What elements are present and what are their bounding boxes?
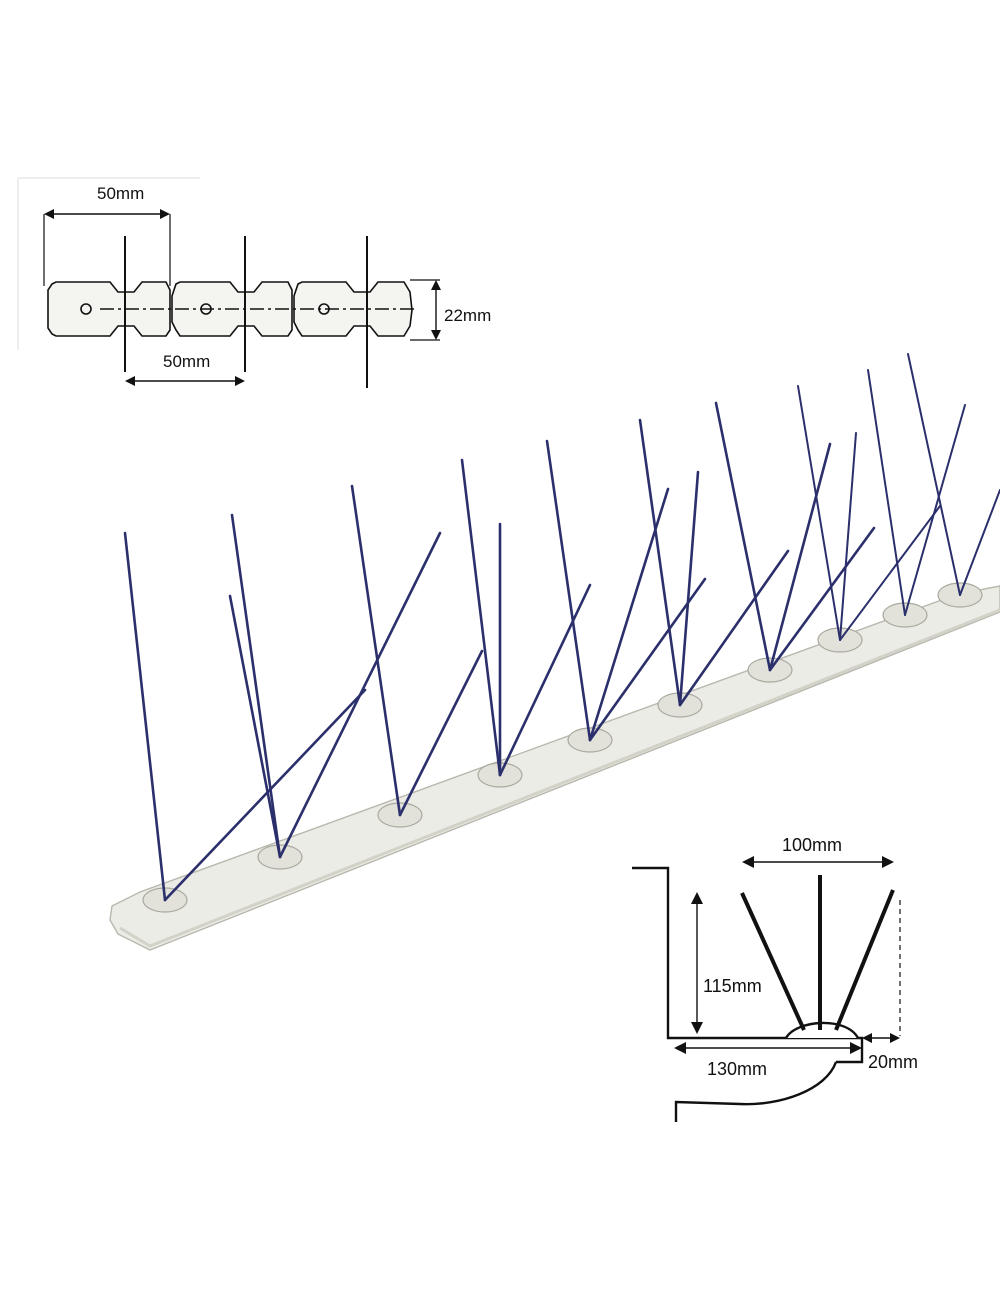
plan-spacing-top-label: 50mm [97,184,144,203]
spike-wire [230,513,282,859]
spike-wire [398,649,484,817]
spike-wire [228,594,282,859]
spike-wire [498,583,592,777]
spike-wire [768,442,832,672]
spike-wire [278,531,442,859]
spike-wire [907,353,961,596]
side-depth-label: 130mm [707,1059,767,1079]
spike-wire [959,489,1000,596]
spike-wire [460,458,502,777]
spike-strip-base [109,585,1000,951]
spike-wire [839,432,857,641]
spike-wire [678,470,700,707]
spike-wire [768,526,876,672]
spike-wire [545,439,592,742]
spike-wire [714,401,772,672]
spike-wire [839,505,941,641]
plan-view-diagram [17,177,441,388]
spike-wire [678,549,790,707]
spike-wire [904,404,966,616]
spike-wire [867,369,906,616]
spike-wire [588,577,707,742]
plan-spacing-bottom-label: 50mm [163,352,210,371]
spike-wire [588,487,670,742]
spike-wire [638,418,682,707]
side-height-label: 115mm [703,976,762,996]
spike-wire [163,688,367,902]
side-view-diagram [632,856,901,1122]
side-offset-label: 20mm [868,1052,918,1072]
spike-wire [123,531,167,902]
spike-wires [123,353,1000,902]
spike-wire [350,484,402,817]
spike-wire [797,385,841,641]
spike-strip-illustration [109,353,1000,951]
plan-width-label: 22mm [444,306,491,325]
side-spread-label: 100mm [782,835,842,855]
